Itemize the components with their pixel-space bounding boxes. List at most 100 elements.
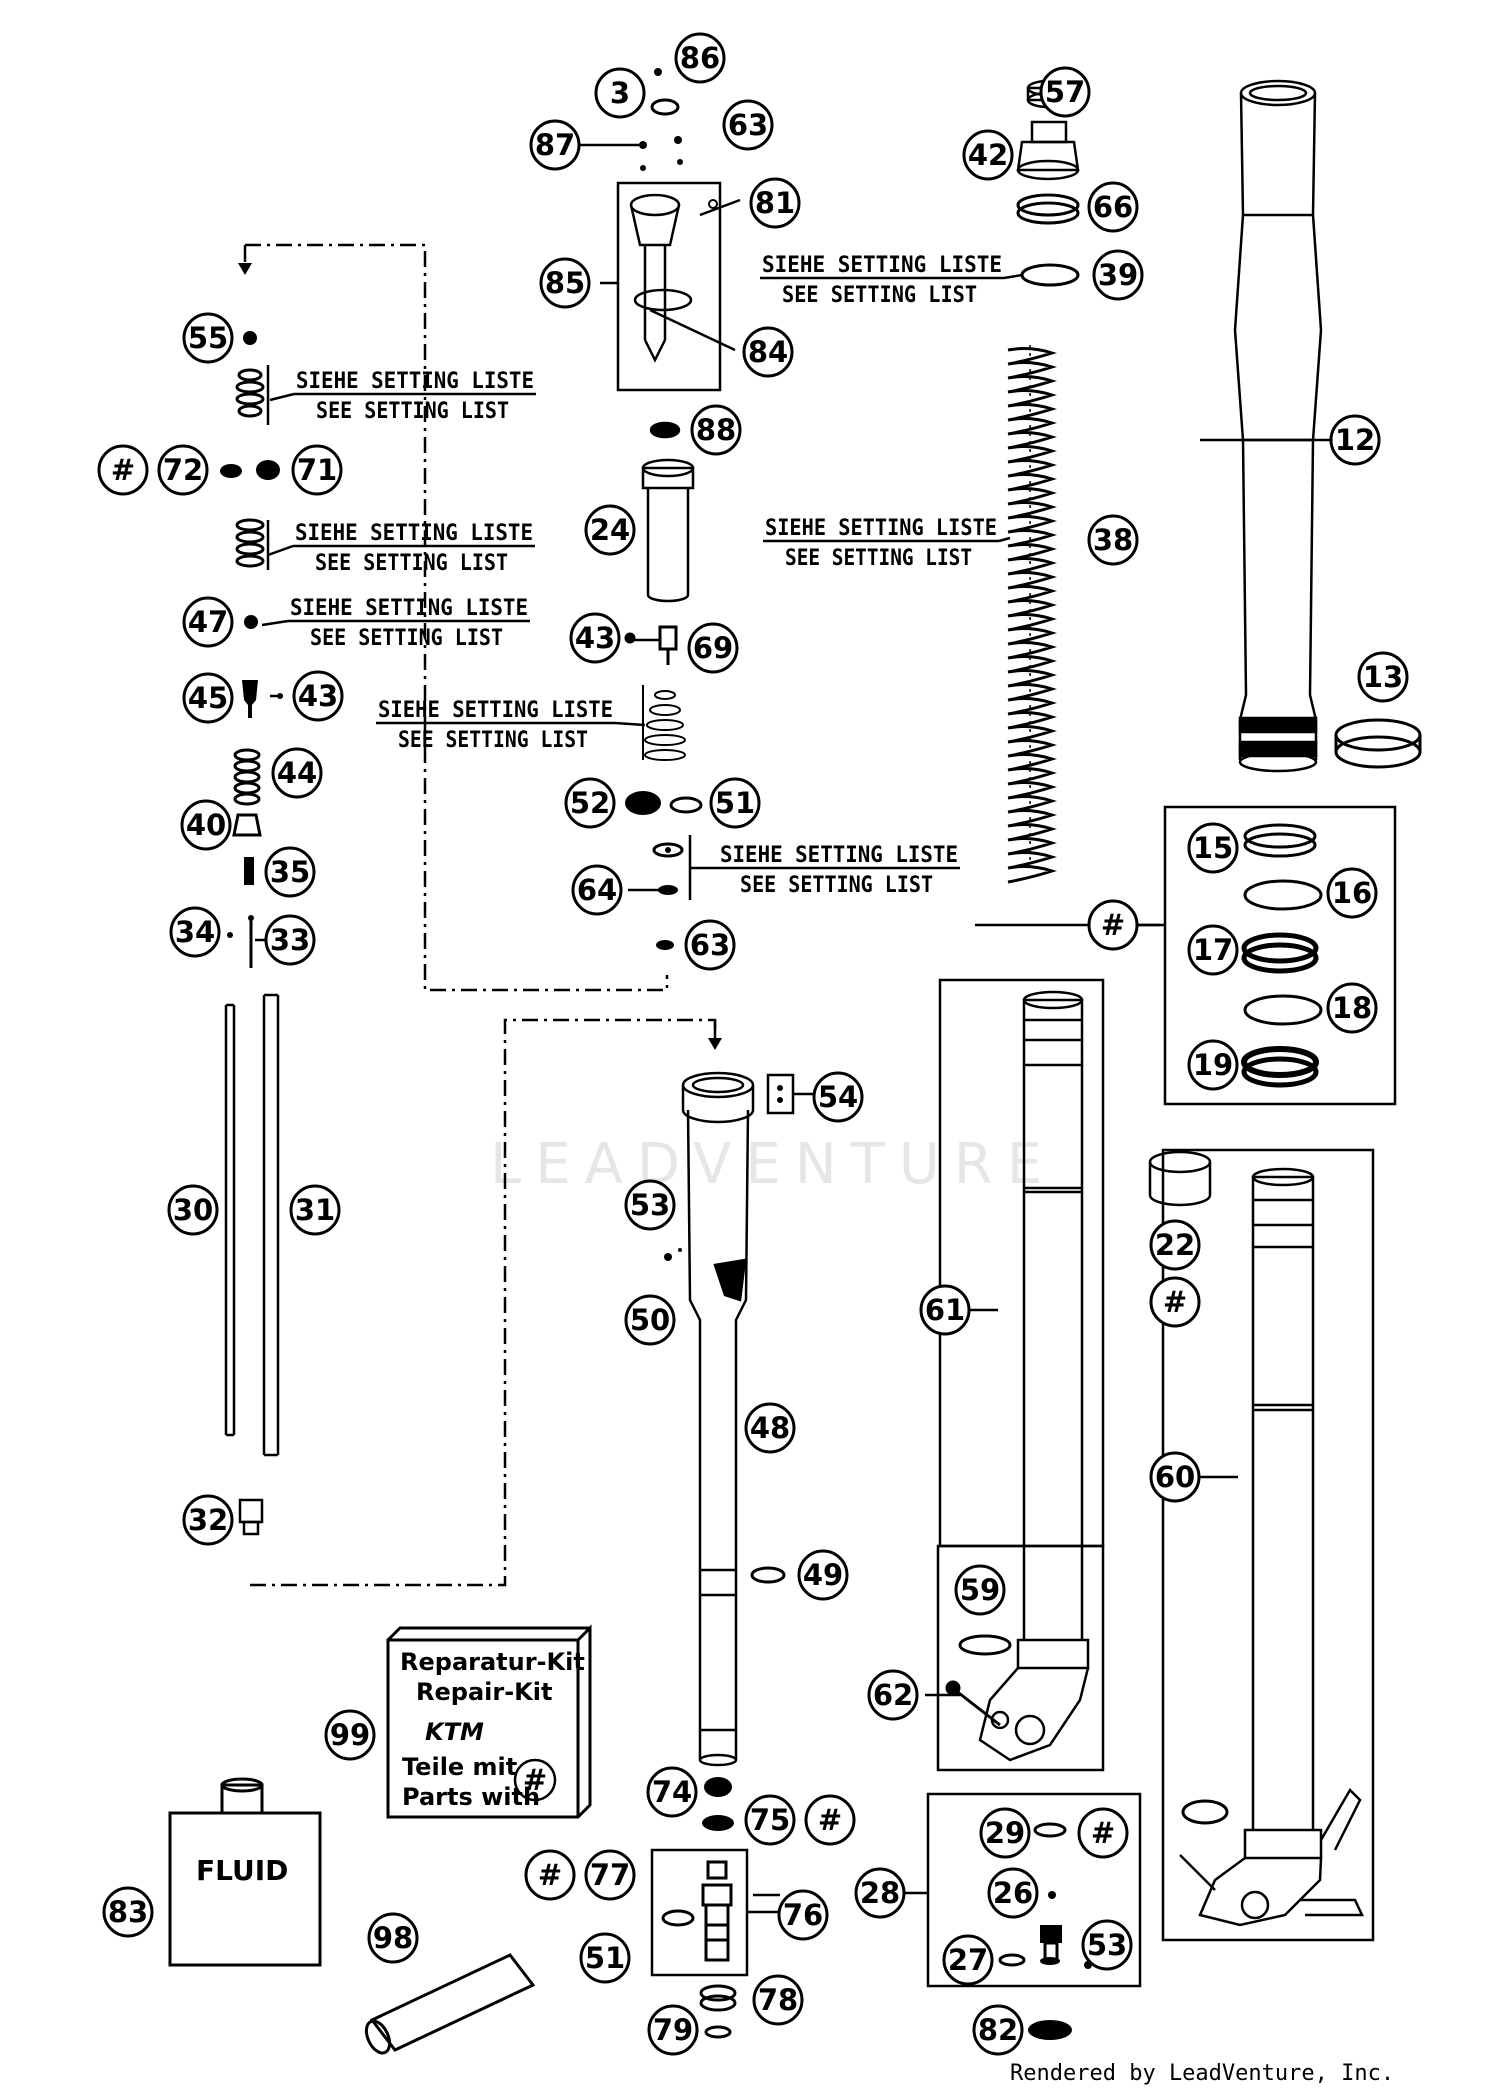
note-en: SEE SETTING LIST <box>782 283 977 308</box>
callout-label: 51 <box>585 1941 625 1975</box>
group-boxes <box>616 181 1397 1988</box>
callout-label: 30 <box>173 1193 213 1227</box>
callout-label: 98 <box>373 1921 413 1955</box>
callout-69: 69 <box>687 622 739 674</box>
callout-label: 61 <box>925 1293 965 1327</box>
kit-line-4: Parts with <box>402 1783 540 1811</box>
ball-53 <box>664 1253 672 1261</box>
callout-label: 88 <box>696 413 736 447</box>
callout-label: 60 <box>1155 1460 1195 1494</box>
bushing-22 <box>1148 1150 1212 1207</box>
inner-tube-61 <box>978 990 1090 1762</box>
base-valve-parts <box>661 1777 737 2039</box>
setting-note: SIEHE SETTING LISTE SEE SETTING LIST <box>760 253 1023 308</box>
callout-85: 85 <box>539 257 591 309</box>
callout-label: 47 <box>188 605 228 639</box>
callout-label: 59 <box>960 1573 1000 1607</box>
callout-82: 82 <box>972 2004 1024 2056</box>
kit-hash: # <box>523 1763 547 1797</box>
callout-label: 43 <box>298 679 338 713</box>
callout-49: 49 <box>797 1549 849 1601</box>
callout-39: 39 <box>1092 249 1144 301</box>
main-spring-38 <box>1007 345 1057 884</box>
callout-label: 53 <box>1087 1928 1127 1962</box>
callout-63: 63 <box>684 919 736 971</box>
callout-label: 38 <box>1093 523 1133 557</box>
callout-hash: # <box>804 1794 856 1846</box>
callout-label: 49 <box>803 1558 843 1592</box>
callout-64: 64 <box>571 864 623 916</box>
grease-tube-98 <box>364 1953 536 2055</box>
box-kit-15-19 <box>1163 805 1397 1106</box>
callout-label: # <box>538 1858 562 1892</box>
callout-label: 31 <box>295 1193 335 1227</box>
callout-label: 63 <box>690 928 730 962</box>
outer-tube-12 <box>1233 79 1323 773</box>
note-de: SIEHE SETTING LISTE <box>765 516 997 541</box>
callout-99: 99 <box>324 1709 376 1761</box>
callout-48: 48 <box>744 1402 796 1454</box>
callout-79: 79 <box>647 2004 699 2056</box>
cap-85 <box>629 193 693 363</box>
callout-hash: # <box>1149 1276 1201 1328</box>
callout-35: 35 <box>264 846 316 898</box>
callout-label: 50 <box>630 1303 670 1337</box>
callout-51: 51 <box>579 1932 631 1984</box>
callout-76: 76 <box>777 1889 829 1941</box>
callout-label: 79 <box>653 2013 693 2047</box>
callout-77: 77 <box>584 1849 636 1901</box>
callout-hash: # <box>1087 899 1139 951</box>
kit-line-3: Teile mit <box>402 1753 517 1781</box>
callout-88: 88 <box>690 404 742 456</box>
note-de: SIEHE SETTING LISTE <box>762 253 1002 278</box>
nut-32 <box>238 1498 264 1536</box>
callout-28: 28 <box>854 1867 906 1919</box>
callout-45: 45 <box>182 672 234 724</box>
callout-42: 42 <box>962 129 1014 181</box>
callout-40: 40 <box>180 799 232 851</box>
ring-13 <box>1334 718 1422 769</box>
rods-30-31 <box>224 993 280 1457</box>
callout-34: 34 <box>169 906 221 958</box>
note-de: SIEHE SETTING LISTE <box>378 698 613 723</box>
callout-label: 17 <box>1193 933 1233 967</box>
callout-hash: # <box>1077 1807 1129 1859</box>
small-parts-top <box>639 68 718 209</box>
callout-75: 75 <box>744 1794 796 1846</box>
callout-62: 62 <box>867 1669 919 1721</box>
callout-label: 34 <box>175 915 215 949</box>
kit-hash-circle <box>513 1758 557 1802</box>
callout-label: 75 <box>750 1803 790 1837</box>
callout-label: 82 <box>978 2013 1018 2047</box>
callout-label: 55 <box>188 321 228 355</box>
callout-label: 15 <box>1193 831 1233 865</box>
callout-label: 78 <box>758 1983 798 2017</box>
callout-55: 55 <box>182 312 234 364</box>
callout-81: 81 <box>749 177 801 229</box>
callout-label: 28 <box>860 1876 900 1910</box>
valve-stack-mid <box>642 685 686 761</box>
callout-53: 53 <box>1081 1919 1133 1971</box>
callout-32: 32 <box>182 1494 234 1546</box>
fluid-label: FLUID <box>196 1854 288 1887</box>
callout-label: # <box>111 453 135 487</box>
box-76 <box>650 1848 749 1977</box>
bolt-62 <box>945 1680 1001 1727</box>
callout-hash: # <box>97 444 149 496</box>
callout-29: 29 <box>979 1807 1031 1859</box>
note-en: SEE SETTING LIST <box>740 873 933 898</box>
callout-30: 30 <box>167 1184 219 1236</box>
callout-74: 74 <box>646 1766 698 1818</box>
callout-label: 27 <box>948 1943 988 1977</box>
callout-83: 83 <box>102 1886 154 1938</box>
callout-label: 87 <box>535 128 575 162</box>
callout-13: 13 <box>1357 651 1409 703</box>
callout-53: 53 <box>624 1179 676 1231</box>
callout-label: 12 <box>1335 423 1375 457</box>
callout-57: 57 <box>1039 66 1091 118</box>
callout-label: 66 <box>1093 190 1133 224</box>
note-en: SEE SETTING LIST <box>316 399 509 424</box>
callout-label: 22 <box>1155 1228 1195 1262</box>
